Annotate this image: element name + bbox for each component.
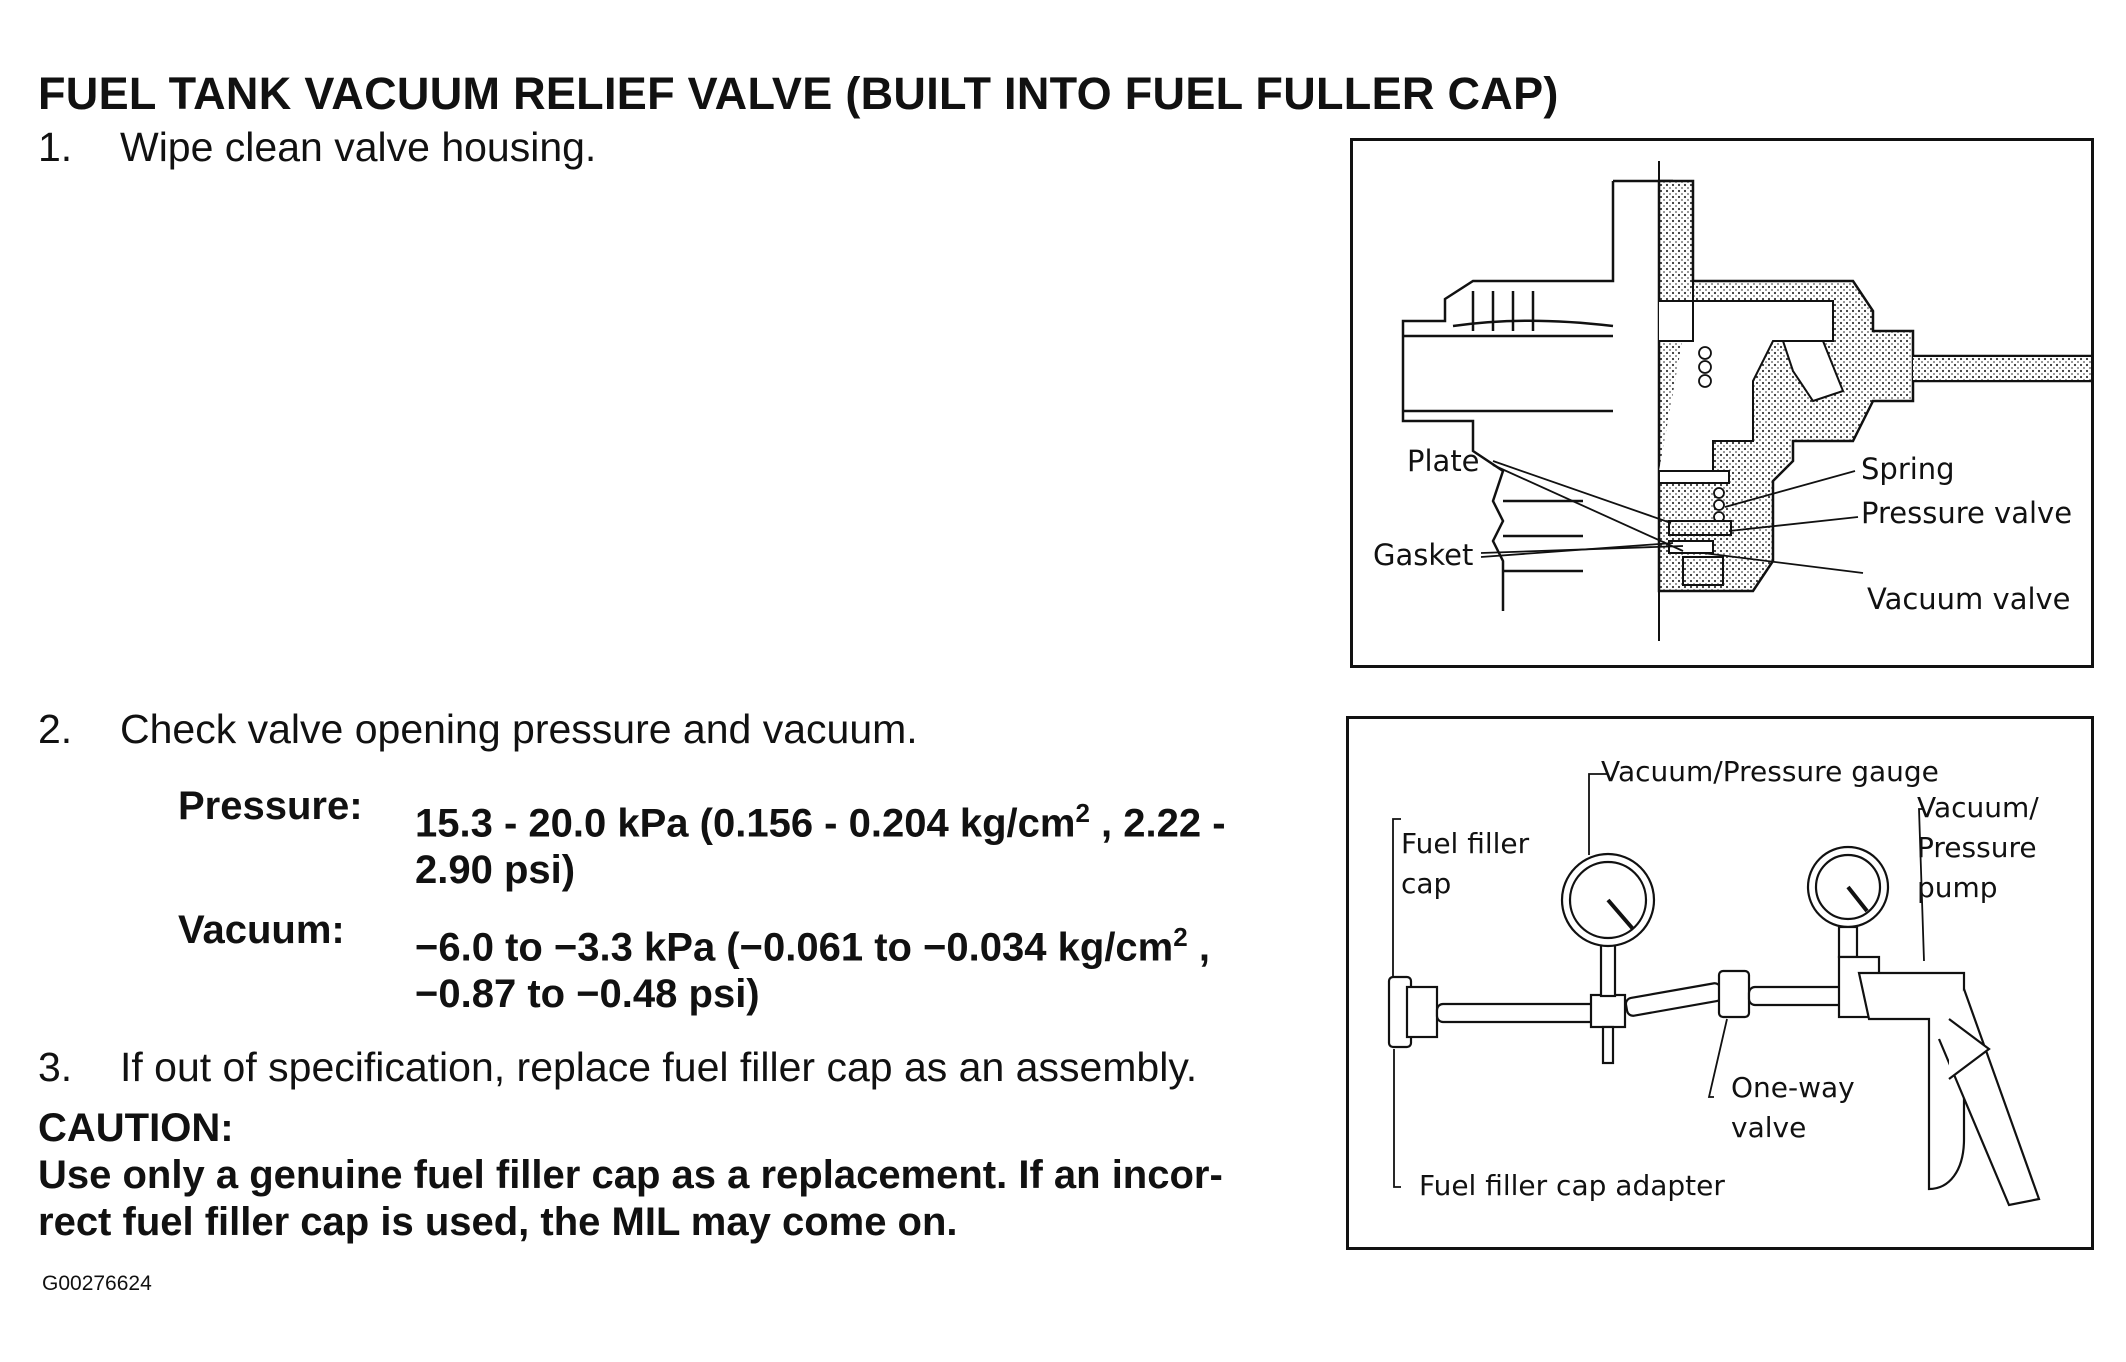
pressure-text-2: 2.90 psi) [415,848,576,893]
pressure-text: 15.3 - 20.0 kPa (0.156 - 0.204 kg/cm [415,801,1076,846]
cap-label-1: Fuel filler [1401,827,1530,860]
step-2: 2. Check valve opening pressure and vacuu… [38,706,918,753]
pump-label-3: pump [1917,871,1998,904]
figure-code: G00276624 [42,1272,152,1295]
pressure-text-b: , 2.22 - [1089,801,1226,846]
vacuum-text-2: −0.87 to −0.48 psi) [415,972,760,1017]
leader-lines [1392,773,1925,1188]
pressure-label: Pressure: [178,784,363,828]
page-title: FUEL TANK VACUUM RELIEF VALVE (BUILT INT… [38,68,1559,119]
plate-label: Plate [1407,444,1480,478]
cap-section-right [1657,179,2091,593]
leader-lines [1480,460,1864,574]
step-number: 1. [38,124,73,170]
gauge-label: Vacuum/Pressure gauge [1601,755,1939,788]
cap-shell-left [1401,179,1673,611]
pump-label-1: Vacuum/ [1917,791,2039,824]
test-setup-drawing: Vacuum/Pressure gauge Vacuum/ Pressure p… [1387,755,2041,1207]
caution-text: Use only a genuine fuel filler cap as a … [38,1152,1328,1246]
pressure-value: 15.3 - 20.0 kPa (0.156 - 0.204 kg/cm2 , … [415,790,1226,894]
vacuum-value: −6.0 to −3.3 kPa (−0.061 to −0.034 kg/cm… [415,914,1210,1018]
valve-cross-section-drawing: Plate Gasket Spring Pressure valve Vacuu… [1373,161,2091,641]
step-number: 3. [38,1044,73,1090]
vacuum-label: Vacuum: [178,908,345,952]
pressure-test-setup-figure: Vacuum/Pressure gauge Vacuum/ Pressure p… [1346,716,2094,1250]
step-1: 1. Wipe clean valve housing. [38,124,596,171]
step-text: Check valve opening pressure and vacuum. [120,706,918,752]
caution-line-1: Use only a genuine fuel filler cap as a … [38,1153,1223,1197]
step-number: 2. [38,706,73,752]
pump-label-2: Pressure [1917,831,2037,864]
vacuum-text: −6.0 to −3.3 kPa (−0.061 to −0.034 kg/cm [415,925,1174,970]
step-3: 3. If out of specification, replace fuel … [38,1044,1197,1091]
oneway-label-2: valve [1731,1111,1806,1144]
spring-label: Spring [1861,452,1955,486]
gasket-label: Gasket [1373,538,1473,572]
oneway-label-1: One-way [1731,1071,1855,1104]
valve-cross-section-figure: Plate Gasket Spring Pressure valve Vacuu… [1350,138,2094,668]
vacuum-text-b: , [1187,925,1210,970]
cap-label-2: cap [1401,867,1451,900]
step-text: Wipe clean valve housing. [120,124,597,170]
pressure-valve-label: Pressure valve [1861,496,2072,530]
step-text: If out of specification, replace fuel fi… [120,1044,1198,1090]
vacuum-valve-label: Vacuum valve [1867,582,2071,616]
adapter-label: Fuel filler cap adapter [1419,1169,1725,1202]
caution-heading: CAUTION: [38,1106,234,1150]
pressure-sup: 2 [1075,798,1090,828]
caution-line-2: rect fuel filler cap is used, the MIL ma… [38,1200,958,1244]
vacuum-sup: 2 [1173,922,1188,952]
test-setup-parts [1387,845,2041,1207]
